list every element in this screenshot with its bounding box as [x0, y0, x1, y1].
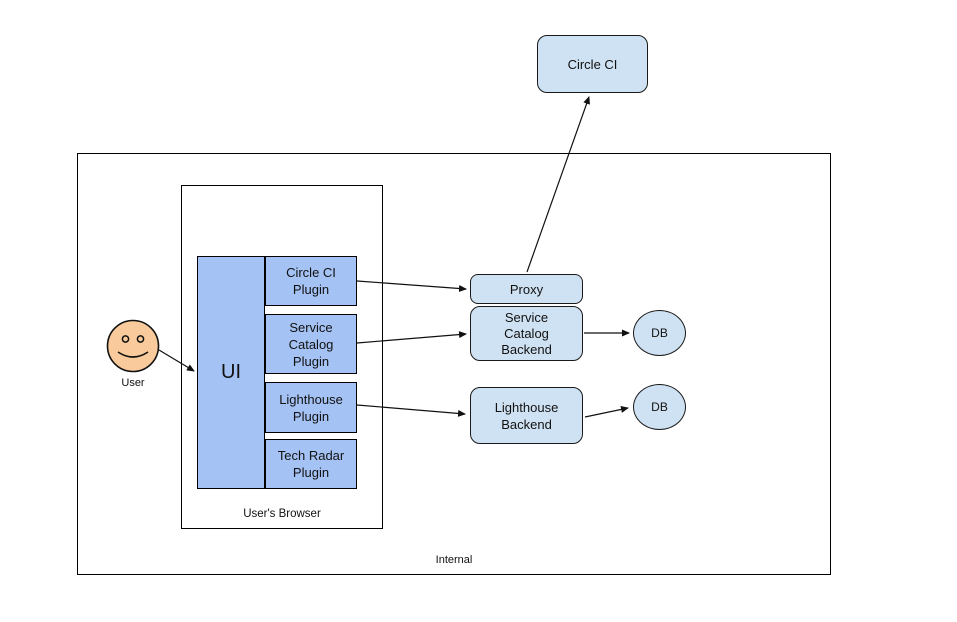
node-label: Service Catalog Plugin [288, 319, 334, 369]
node-label: Proxy [509, 281, 544, 297]
internal-label: Internal [435, 554, 473, 566]
node-label: DB [651, 325, 668, 340]
node-label: Service Catalog Backend [501, 309, 552, 357]
node-label: Circle CI Plugin [286, 265, 336, 297]
node-proxy: Proxy [470, 274, 583, 304]
node-lighthouse-backend: Lighthouse Backend [470, 387, 583, 444]
node-label: Circle CI [567, 56, 618, 72]
node-circle-ci: Circle CI [537, 35, 648, 93]
node-label: UI [221, 361, 241, 383]
users-browser-label: User's Browser [243, 508, 321, 520]
user-label-wrap: User [106, 376, 160, 390]
user-face-icon [106, 319, 160, 373]
node-label: Tech Radar Plugin [277, 448, 345, 480]
node-service-catalog-plugin: Service Catalog Plugin [265, 314, 357, 374]
node-ui: UI [197, 256, 265, 489]
node-service-catalog-backend: Service Catalog Backend [470, 306, 583, 361]
node-label: Lighthouse Plugin [279, 391, 343, 424]
node-tech-radar-plugin: Tech Radar Plugin [265, 439, 357, 489]
node-db-2: DB [633, 384, 686, 430]
node-lighthouse-plugin: Lighthouse Plugin [265, 382, 357, 433]
node-db-1: DB [633, 310, 686, 356]
node-label: Lighthouse Backend [494, 399, 559, 432]
node-circle-ci-plugin: Circle CI Plugin [265, 256, 357, 306]
internal-boundary: Internal [77, 153, 831, 575]
user-label: User [121, 376, 145, 389]
node-label: DB [651, 399, 668, 414]
